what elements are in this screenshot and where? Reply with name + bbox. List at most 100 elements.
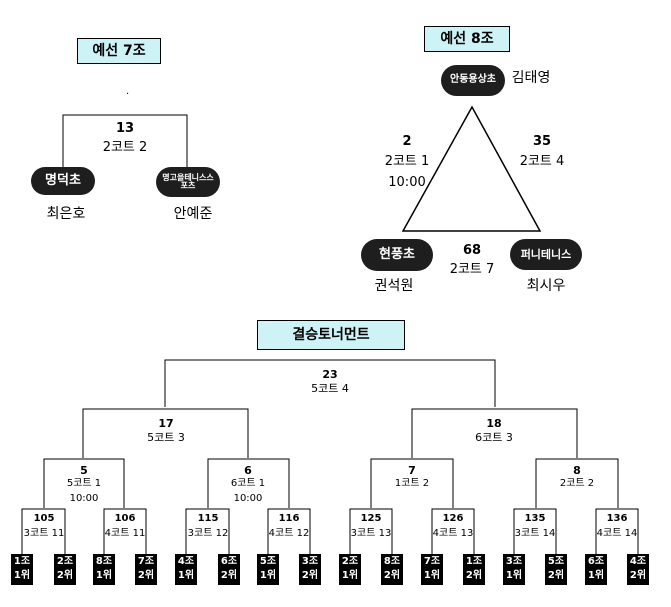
seed-group: 4조 [177,556,195,567]
quarter-2-match-time: 10:00 [233,493,263,504]
group8-triangle [401,105,542,232]
semi-1-match-number: 17 [158,417,174,430]
seed-rank: 1위 [423,570,441,581]
r16-4-match-court: 4코트 12 [268,528,310,539]
r16-1-match-court: 3코트 11 [23,528,65,539]
group8-bottom-right-player: 최시우 [526,278,566,294]
r16-5-match-court: 3코트 13 [350,528,392,539]
group8-bottom-left-player: 권석원 [374,278,414,294]
r16-1-bracket-line [21,508,66,555]
r16-6-bracket-line [431,508,475,555]
finals-title: 결승토너먼트 [257,320,405,350]
quarter-3-bracket-line [370,458,454,508]
quarter-1-match-number: 5 [80,464,88,477]
group7-bracket-line [62,114,188,171]
seed-rank: 2위 [465,570,483,581]
group7-left-school: 명덕초 [31,167,95,195]
seed-group: 7조 [137,556,155,567]
seed-group: 3조 [505,556,523,567]
quarter-4-match-number: 8 [573,464,581,477]
group7-left-player: 최은호 [46,206,86,222]
final-match-number: 23 [322,368,338,381]
r16-6-match-number: 126 [442,513,464,524]
seed-rank: 2위 [629,570,647,581]
group8-left-match-number: 2 [402,134,412,149]
seed-rank: 1위 [259,570,277,581]
r16-8-match-number: 136 [606,513,628,524]
semi-2-match-court: 6코트 3 [475,431,513,444]
r16-2-match-court: 4코트 11 [104,528,146,539]
seed-group: 2조 [341,556,359,567]
group8-left-match-time: 10:00 [388,175,426,190]
quarter-4-match-court: 2코트 2 [559,478,595,489]
seed-rank: 1위 [587,570,605,581]
r16-5-match-number: 125 [360,513,382,524]
group7-dot: . [126,86,130,97]
r16-2-match-number: 106 [114,513,136,524]
quarter-1-bracket-line [43,458,125,508]
semi-left-bracket-line [82,408,249,458]
seed-rank: 2위 [383,570,401,581]
r16-4-bracket-line [267,508,311,555]
quarter-2-match-court: 6코트 1 [230,478,266,489]
group8-right-match-court: 2코트 4 [519,154,565,169]
quarter-2-match-number: 6 [244,464,252,477]
group8-title: 예선 8조 [424,26,510,52]
seed-rank: 2위 [547,570,565,581]
r16-5-bracket-line [349,508,393,555]
seed-group: 5조 [547,556,565,567]
r16-4-match-number: 116 [278,513,300,524]
quarter-1-match-court: 5코트 1 [66,478,102,489]
final-match-court: 5코트 4 [311,382,349,395]
quarter-3-match-number: 7 [408,464,416,477]
seed-rank: 1위 [505,570,523,581]
r16-3-match-number: 115 [197,513,219,524]
seed-group: 8조 [383,556,401,567]
semi-right-bracket-line [411,408,578,458]
seed-group: 1조 [13,556,31,567]
quarter-3-match-court: 1코트 2 [394,478,430,489]
seed-group: 8조 [95,556,113,567]
seed-rank: 2위 [301,570,319,581]
group8-top-player: 김태영 [511,70,551,86]
group7-right-player: 안예준 [173,206,213,222]
quarter-1-match-time: 10:00 [69,493,99,504]
seed-rank: 2위 [220,570,238,581]
group8-top-school: 안동용상초 [441,65,505,96]
seed-group: 3조 [301,556,319,567]
seed-rank: 2위 [137,570,155,581]
seed-group: 4조 [629,556,647,567]
seed-group: 6조 [587,556,605,567]
quarter-4-bracket-line [535,458,619,508]
group8-bottom-right-school: 퍼니테니스 [510,239,582,270]
seed-rank: 2위 [56,570,74,581]
seed-rank: 1위 [341,570,359,581]
seed-group: 1조 [465,556,483,567]
r16-8-bracket-line [595,508,639,555]
r16-7-match-number: 135 [524,513,546,524]
semi-2-match-number: 18 [486,417,502,430]
quarter-2-bracket-line [207,458,290,508]
seed-rank: 1위 [13,570,31,581]
group8-bottom-match-number: 68 [462,243,482,258]
group8-bottom-left-school: 현풍초 [361,239,433,271]
r16-8-match-court: 4코트 14 [596,528,638,539]
r16-3-match-court: 3코트 12 [187,528,229,539]
group8-left-match-court: 2코트 1 [384,154,430,169]
seed-rank: 1위 [177,570,195,581]
r16-2-bracket-line [103,508,147,555]
group7-title: 예선 7조 [77,38,161,64]
